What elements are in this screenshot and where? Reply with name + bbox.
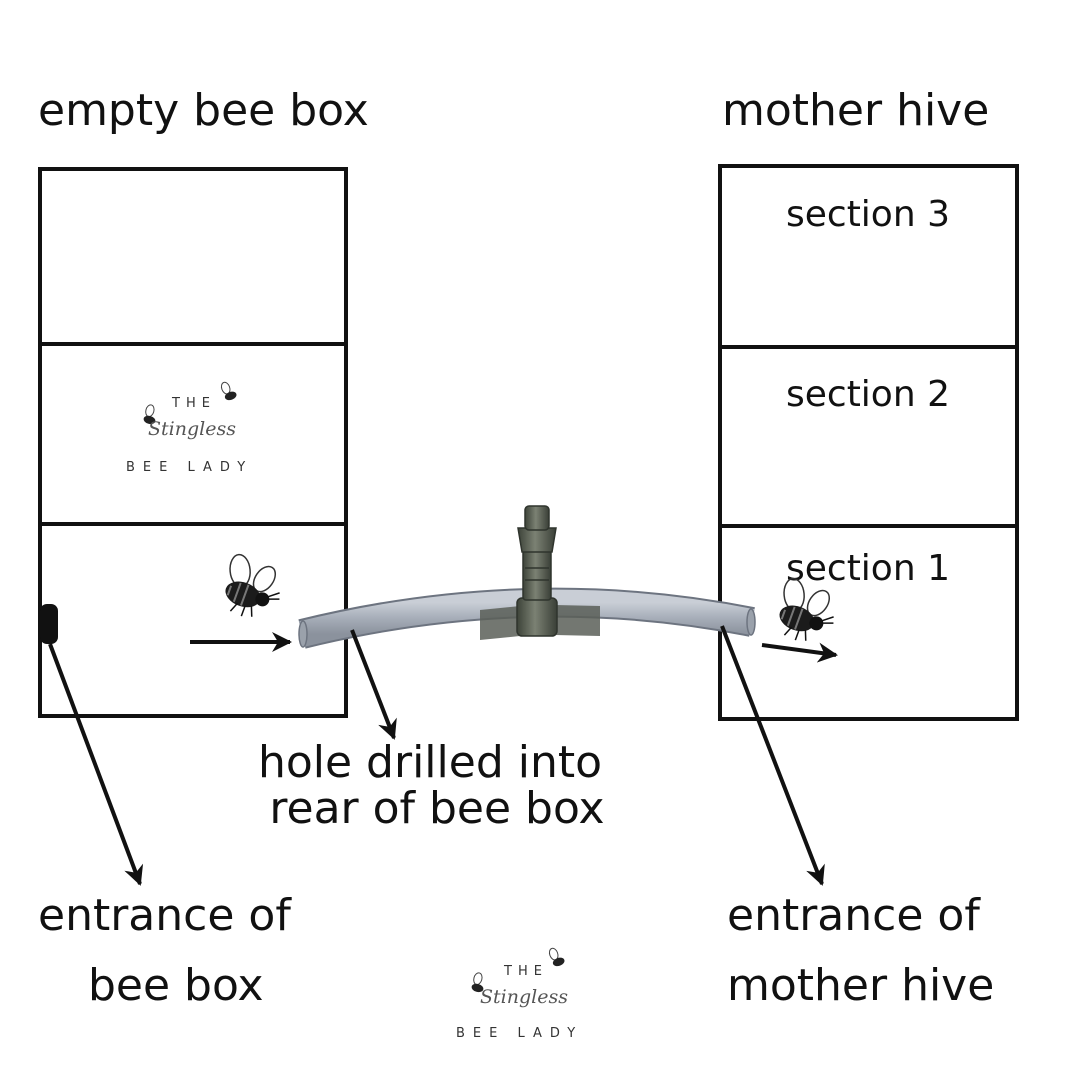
logo-line-2: Stingless — [480, 986, 568, 1008]
hole-label-line2: rear of bee box — [269, 783, 605, 835]
section-3-label: section 3 — [785, 194, 951, 235]
logo-bee-icons — [471, 947, 565, 993]
logo-line-3: BEE LADY — [456, 1026, 584, 1041]
entrance-hive-pointer — [720, 625, 825, 886]
mother-hive-label: mother hive — [722, 85, 990, 136]
logo-line-3: BEE LADY — [126, 460, 254, 475]
empty-box-label: empty bee box — [38, 85, 369, 136]
mother-hive-outline — [718, 164, 1019, 721]
logo-watermark: THE Stingless BEE LADY — [120, 378, 290, 482]
entrance-hive-line1: entrance of — [727, 890, 980, 941]
empty-box-outline — [38, 167, 348, 718]
logo-watermark: THE Stingless BEE LADY — [452, 946, 622, 1050]
bee-icon — [225, 553, 280, 617]
logo-bee-icons — [143, 381, 237, 425]
mother-hive-box — [718, 164, 1019, 721]
empty-bee-box — [38, 167, 348, 718]
entrance-box-line1: entrance of — [38, 890, 291, 941]
section-1-label: section 1 — [785, 548, 951, 589]
bee-icon — [779, 577, 834, 641]
logo-line-1: THE — [504, 964, 548, 979]
hole-label: hole drilled into rear of bee box — [250, 737, 610, 835]
entrance-box-pointer — [48, 643, 144, 886]
entrance-box-label: entrance of bee box — [38, 890, 324, 1012]
flow-arrow-2 — [761, 642, 838, 663]
section-2-label: section 2 — [785, 374, 951, 415]
bee-box-entrance-slot — [40, 604, 58, 644]
entrance-hive-line2: mother hive — [727, 960, 995, 1012]
hole-label-line1: hole drilled into — [257, 737, 603, 788]
entrance-hive-label: entrance of mother hive — [727, 890, 995, 1012]
logo-line-1: THE — [172, 396, 216, 411]
hole-pointer — [350, 629, 397, 740]
valve-icon — [516, 505, 558, 637]
entrance-box-line2: bee box — [88, 960, 264, 1012]
logo-line-2: Stingless — [148, 418, 236, 440]
